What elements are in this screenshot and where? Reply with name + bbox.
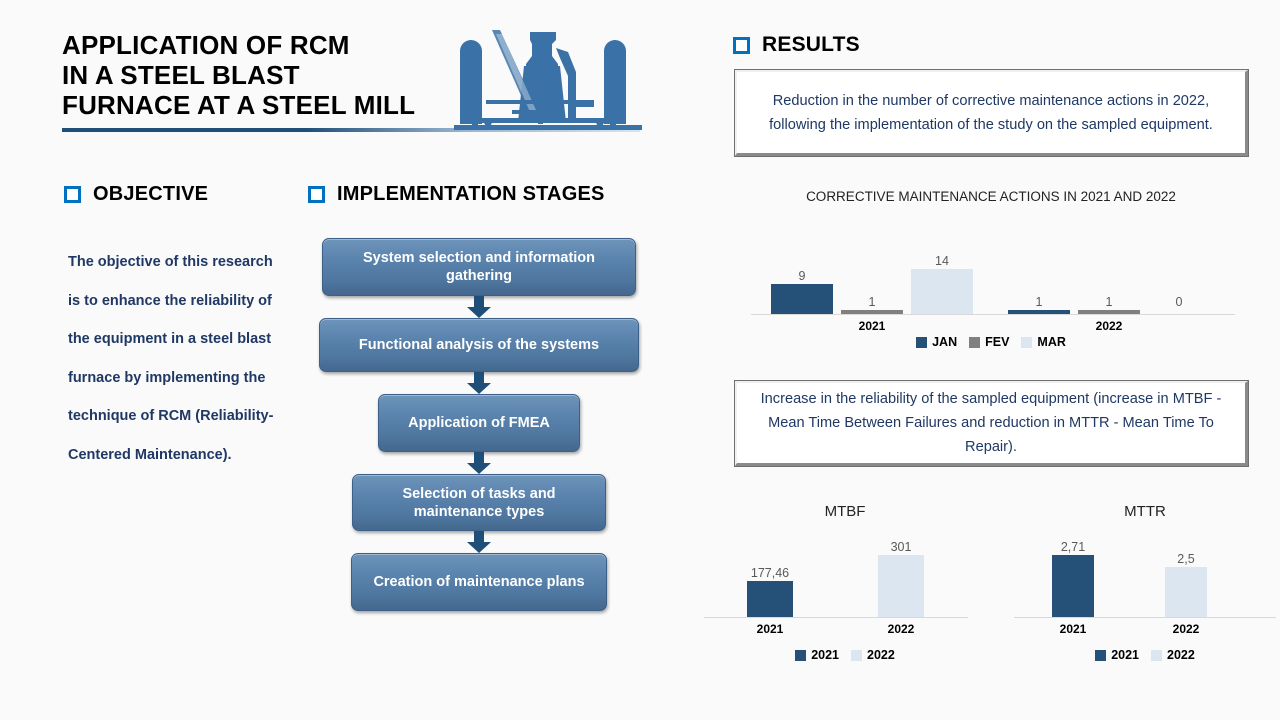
- legend-item-2021[interactable]: 2021: [1095, 648, 1139, 662]
- chart-legend: 2021 2022: [1000, 648, 1280, 662]
- corrective-maintenance-chart: CORRECTIVE MAINTENANCE ACTIONS IN 2021 A…: [733, 185, 1249, 360]
- bar-2022-jan[interactable]: [1008, 310, 1070, 314]
- category-label-2021: 2021: [756, 622, 784, 636]
- category-label-2022: 2022: [887, 622, 915, 636]
- legend-swatch-icon: [1021, 336, 1033, 348]
- legend-swatch-icon: [1095, 649, 1107, 661]
- flow-arrow-4: [318, 531, 640, 553]
- legend-label: FEV: [985, 335, 1010, 349]
- flow-step-label[interactable]: Application of FMEA: [378, 394, 580, 452]
- legend-label: JAN: [932, 335, 958, 349]
- objective-body-text: The objective of this research is to enh…: [68, 254, 274, 463]
- square-outline-icon: [733, 36, 750, 54]
- flow-step-label[interactable]: Creation of maintenance plans: [351, 553, 607, 611]
- bar-2021-fev[interactable]: [841, 310, 903, 314]
- legend-item-jan[interactable]: JAN: [916, 335, 957, 349]
- title-underline-rule: [62, 128, 640, 132]
- bar-value-label: 2,5: [1177, 552, 1195, 566]
- legend-item-2021[interactable]: 2021: [795, 648, 839, 662]
- bar-value-label: 14: [935, 254, 949, 268]
- legend-swatch-icon: [916, 336, 928, 348]
- stages-heading-label: IMPLEMENTATION STAGES: [337, 183, 605, 205]
- bar-value-label: 9: [798, 269, 806, 283]
- flow-step-5: Creation of maintenance plans: [318, 553, 640, 611]
- result-callout-1: Reduction in the number of corrective ma…: [734, 69, 1249, 157]
- bar-mttr-2022[interactable]: [1165, 567, 1207, 617]
- bar-2022-fev[interactable]: [1078, 310, 1140, 314]
- square-outline-icon: [308, 186, 325, 203]
- flow-step-4: Selection of tasks and maintenance types: [318, 474, 640, 531]
- bar-2021-jan[interactable]: [771, 284, 833, 314]
- arrow-down-icon: [467, 372, 491, 394]
- page-title: APPLICATION OF RCM IN A STEEL BLAST FURN…: [62, 30, 416, 120]
- results-heading-label: RESULTS: [762, 33, 860, 56]
- objective-section-heading: OBJECTIVE: [64, 183, 208, 206]
- bar-mtbf-2021[interactable]: [747, 581, 793, 617]
- results-section-heading: RESULTS: [733, 33, 860, 57]
- bar-value-label: 177,46: [750, 566, 790, 580]
- flow-step-label[interactable]: Selection of tasks and maintenance types: [352, 474, 606, 531]
- legend-item-2022[interactable]: 2022: [1151, 648, 1195, 662]
- flow-arrow-1: [318, 296, 640, 318]
- chart-title: MTBF: [824, 503, 866, 520]
- implementation-stages-flowchart: System selection and information gatheri…: [318, 238, 640, 611]
- flow-step-label[interactable]: Functional analysis of the systems: [319, 318, 639, 372]
- bar-mtbf-2022[interactable]: [878, 555, 924, 617]
- flow-step-1: System selection and information gatheri…: [318, 238, 640, 296]
- flow-step-label[interactable]: System selection and information gatheri…: [322, 238, 636, 296]
- result-callout-2: Increase in the reliability of the sampl…: [734, 380, 1249, 467]
- flow-arrow-2: [318, 372, 640, 394]
- legend-label: 2022: [867, 648, 895, 662]
- legend-swatch-icon: [795, 649, 807, 661]
- category-label-2021: 2021: [1059, 622, 1087, 636]
- mttr-chart: MTTR 2,71 2,5 2021 2022 2021 2022: [1000, 500, 1280, 672]
- legend-item-2022[interactable]: 2022: [851, 648, 895, 662]
- flow-step-3: Application of FMEA: [318, 394, 640, 452]
- flow-step-2: Functional analysis of the systems: [318, 318, 640, 372]
- mtbf-chart: MTBF 177,46 301 2021 2022 2021 2022: [700, 500, 990, 672]
- arrow-down-icon: [467, 452, 491, 474]
- chart-title: MTTR: [1124, 503, 1166, 520]
- bar-mttr-2021[interactable]: [1052, 555, 1094, 617]
- arrow-down-icon: [467, 296, 491, 318]
- bar-value-label: 0: [1175, 295, 1183, 309]
- category-label-2022: 2022: [1095, 319, 1123, 333]
- bar-value-label: 1: [868, 295, 876, 309]
- bar-value-label: 2,71: [1060, 540, 1086, 554]
- chart-title: CORRECTIVE MAINTENANCE ACTIONS IN 2021 A…: [806, 189, 1176, 204]
- legend-label: 2021: [1111, 648, 1139, 662]
- stages-section-heading: IMPLEMENTATION STAGES: [308, 183, 605, 206]
- legend-item-mar[interactable]: MAR: [1021, 335, 1066, 349]
- category-label-2021: 2021: [858, 319, 886, 333]
- bar-value-label: 1: [1105, 295, 1113, 309]
- bar-2021-mar[interactable]: [911, 269, 973, 314]
- bar-value-label: 301: [890, 540, 912, 554]
- chart-legend: 2021 2022: [700, 648, 990, 662]
- chart-axis-line: [1014, 617, 1276, 618]
- bar-value-label: 1: [1035, 295, 1043, 309]
- legend-label: 2021: [811, 648, 839, 662]
- chart-legend: JAN FEV MAR: [733, 335, 1249, 349]
- blast-furnace-illustration-icon: [454, 30, 642, 130]
- chart-axis-line: [704, 617, 968, 618]
- legend-item-fev[interactable]: FEV: [969, 335, 1009, 349]
- legend-swatch-icon: [969, 336, 981, 348]
- flow-arrow-3: [318, 452, 640, 474]
- chart-axis-line: [751, 314, 1235, 315]
- legend-label: MAR: [1037, 335, 1066, 349]
- legend-swatch-icon: [1151, 649, 1162, 661]
- legend-label: 2022: [1167, 648, 1195, 662]
- objective-heading-label: OBJECTIVE: [93, 183, 209, 205]
- square-outline-icon: [64, 186, 81, 203]
- arrow-down-icon: [467, 531, 491, 553]
- slide-title-block: APPLICATION OF RCM IN A STEEL BLAST FURN…: [62, 30, 642, 120]
- category-label-2022: 2022: [1172, 622, 1200, 636]
- legend-swatch-icon: [851, 649, 862, 661]
